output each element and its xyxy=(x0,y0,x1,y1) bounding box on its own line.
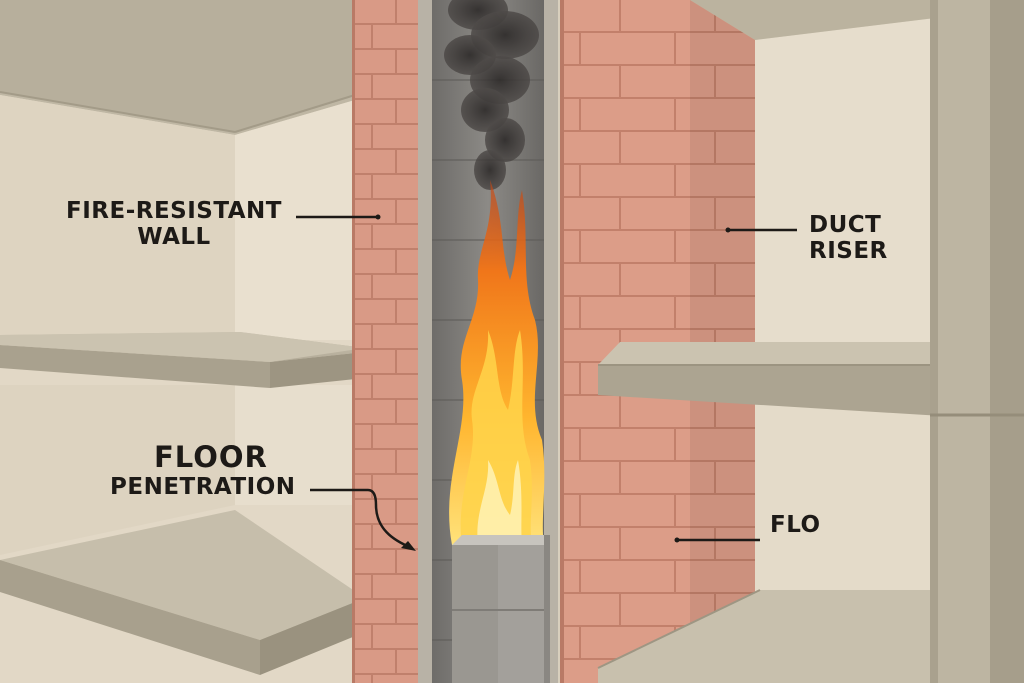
label-flo: FLO xyxy=(770,512,821,538)
label-duct-riser: DUCT RISER xyxy=(809,212,888,265)
label-floor-line2: PENETRATION xyxy=(110,474,296,501)
label-duct-line2: RISER xyxy=(809,238,888,265)
label-fire-resistant-wall: FIRE-RESISTANT WALL xyxy=(66,198,282,251)
label-fire-resistant-line2: WALL xyxy=(137,224,211,251)
label-duct-line1: DUCT xyxy=(809,212,882,238)
label-fire-resistant-line1: FIRE-RESISTANT xyxy=(66,198,282,224)
label-floor-line1: FLOOR xyxy=(154,440,268,474)
label-floor-penetration: FLOOR PENETRATION xyxy=(110,440,296,501)
